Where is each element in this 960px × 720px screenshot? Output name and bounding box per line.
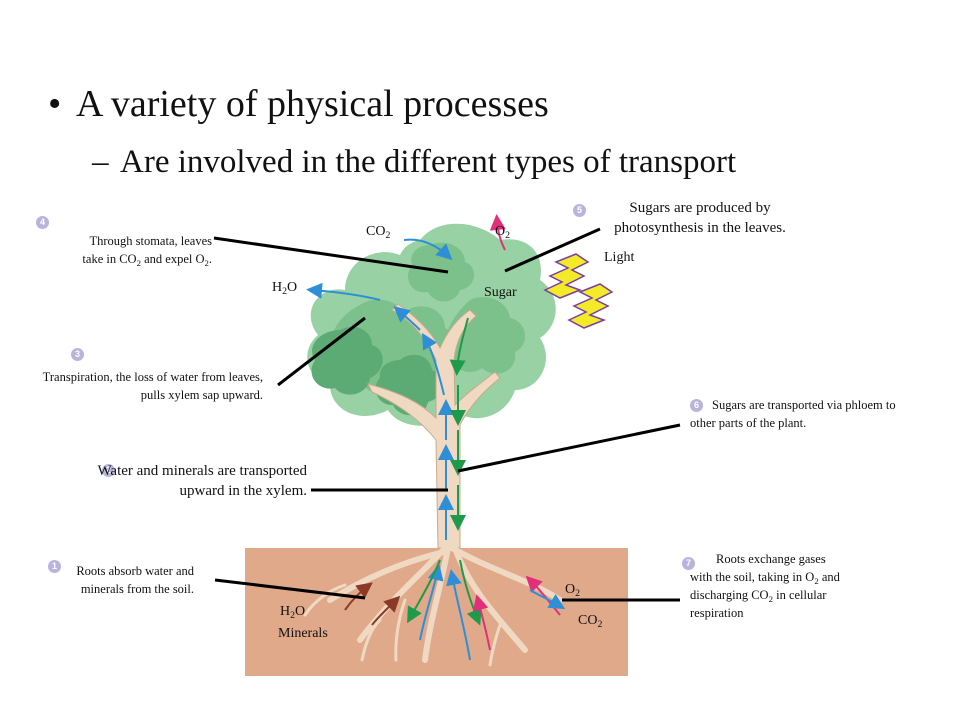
root-co2-label: CO2: [578, 613, 603, 630]
leader-lines: [213, 227, 681, 602]
phloem-arrows: [407, 317, 482, 626]
o2-label: O2: [495, 224, 511, 241]
step-6-badge: 6: [690, 399, 703, 412]
h2o-label: H2O: [272, 280, 298, 297]
sugar-label: Sugar: [484, 285, 517, 300]
step-2-badge: 2: [102, 464, 115, 477]
step-1-badge: 1: [48, 560, 61, 573]
step-3-badge: 3: [71, 348, 84, 361]
leader-4: [213, 236, 449, 274]
co2-label: CO2: [366, 224, 391, 241]
step-4-badge: 4: [36, 216, 49, 229]
step-7-text: Roots exchange gases with the soil, taki…: [690, 552, 840, 620]
leader-3: [277, 316, 366, 387]
light-label: Light: [604, 250, 635, 265]
step-6-text: Sugars are transported via phloem to oth…: [690, 398, 896, 430]
bullet-glyph: •: [48, 83, 62, 125]
sub-heading: Are involved in the different types of t…: [120, 144, 737, 180]
step-3-text: Transpiration, the loss of water from le…: [42, 370, 263, 402]
minerals-label: Minerals: [278, 626, 328, 641]
gas-arrows: [472, 214, 561, 651]
light-bolts: [543, 253, 614, 329]
sub-bullet: –Are involved in the different types of …: [92, 140, 736, 184]
step-1-text: Roots absorb water and minerals from the…: [76, 564, 194, 596]
leader-1: [214, 578, 366, 600]
root-h2o-label: H2O: [280, 604, 306, 621]
tree-foliage: [307, 223, 556, 426]
leader-6: [457, 423, 681, 473]
root-o2-label: O2: [565, 582, 581, 599]
co2-intake-arrow: [403, 238, 453, 261]
step-5-badge: 5: [573, 204, 586, 217]
step-4-text: Through stomata, leaves take in CO2 and …: [82, 234, 212, 268]
xylem-arrows: [306, 282, 471, 661]
leader-5: [504, 227, 601, 273]
main-heading: A variety of physical processes: [76, 83, 549, 125]
step-7-badge: 7: [682, 557, 695, 570]
step-2-text: Water and minerals are transported upwar…: [97, 463, 307, 499]
main-bullet: • A variety of physical processes: [48, 78, 549, 130]
tree-trunk: [367, 303, 501, 549]
root-co2-arrow: [529, 589, 566, 610]
dash-glyph: –: [92, 144, 109, 180]
step-5-text: Sugars are produced by photosynthesis in…: [614, 200, 786, 236]
